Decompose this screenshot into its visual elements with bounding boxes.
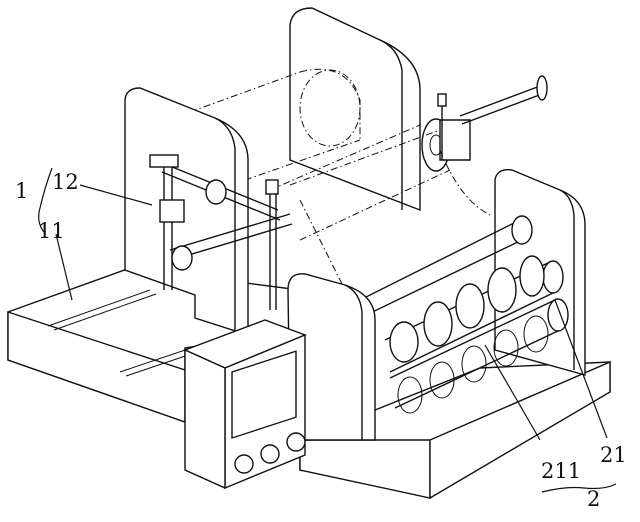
label-12: 12 [52,170,79,194]
label-2: 2 [587,487,600,511]
callout-labels: 1 12 11 211 21 2 [15,170,627,511]
right-front-frame [287,273,376,441]
label-211: 211 [541,459,581,483]
unwind-shaft [437,75,548,161]
left-frame [124,87,249,336]
guide-rod-assembly [149,154,293,310]
slitting-rolls [359,215,569,414]
leader-lines [38,167,617,493]
control-box [183,319,307,490]
label-1: 1 [15,179,28,203]
right-base [299,360,611,500]
label-11: 11 [38,219,65,243]
back-right-frame [289,7,421,212]
label-21: 21 [600,443,627,467]
